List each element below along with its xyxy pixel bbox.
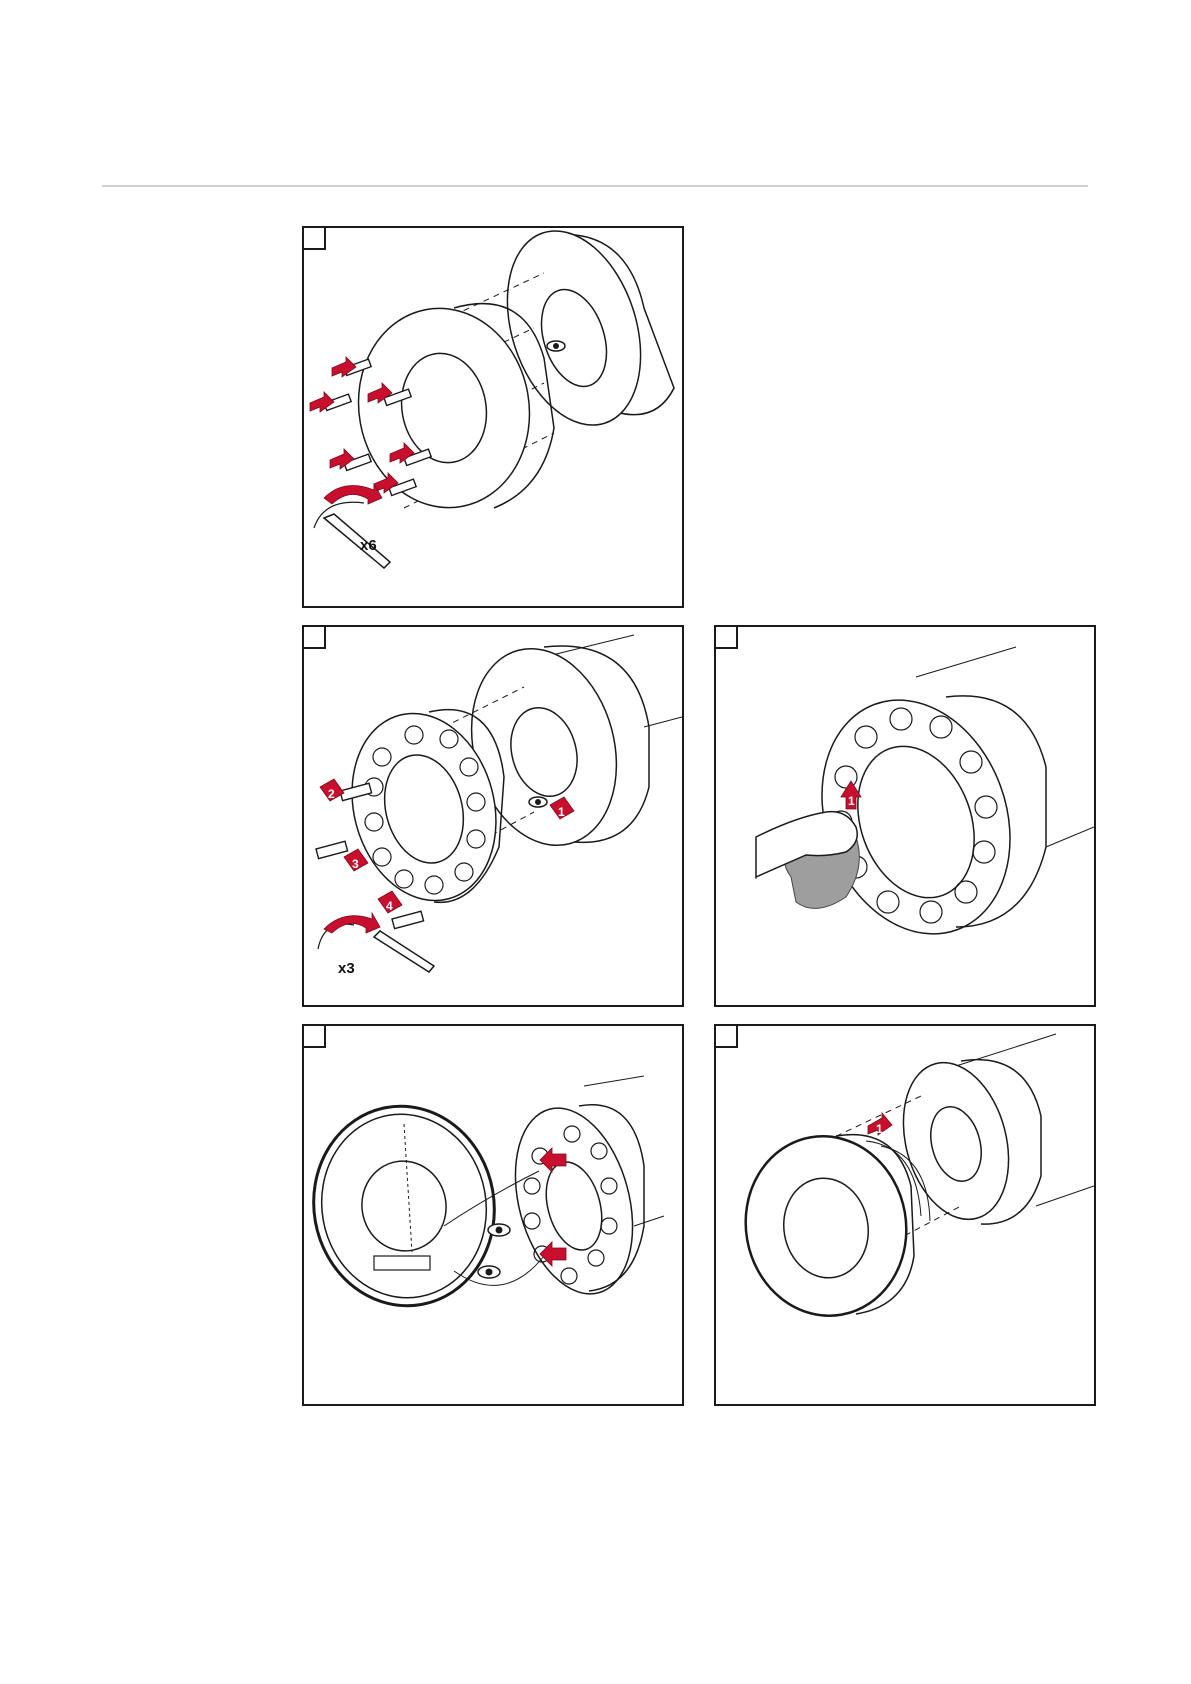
figure-panel-2: 1 2 3 4 x3 bbox=[302, 625, 684, 1007]
figure-panel-1: x6 bbox=[302, 226, 684, 608]
eye-icon bbox=[488, 1224, 510, 1236]
callout-number: 2 bbox=[328, 787, 335, 801]
ring-screw-illustration: 1 2 3 4 x3 bbox=[304, 627, 682, 1005]
callout-number: 1 bbox=[848, 794, 855, 808]
eye-icon bbox=[529, 797, 547, 807]
quantity-label: x3 bbox=[338, 960, 355, 977]
cap-mounting-illustration: 1 bbox=[716, 1026, 1094, 1404]
callout-number: 1 bbox=[876, 1122, 883, 1136]
figure-panel-4 bbox=[302, 1024, 684, 1406]
callout-number: 4 bbox=[386, 899, 393, 913]
callout-number: 3 bbox=[352, 857, 359, 871]
quantity-label: x6 bbox=[360, 537, 377, 554]
eye-icon bbox=[547, 341, 565, 351]
figure-panel-3: 1 bbox=[714, 625, 1096, 1007]
figure-panel-5: 1 bbox=[714, 1024, 1096, 1406]
header-rule bbox=[102, 185, 1088, 187]
eye-icon bbox=[478, 1266, 500, 1278]
callout-number: 1 bbox=[558, 805, 565, 819]
flange-screw-removal-illustration: x6 bbox=[304, 228, 682, 606]
cap-alignment-illustration bbox=[304, 1026, 682, 1404]
ring-cleaning-illustration: 1 bbox=[716, 627, 1094, 1005]
